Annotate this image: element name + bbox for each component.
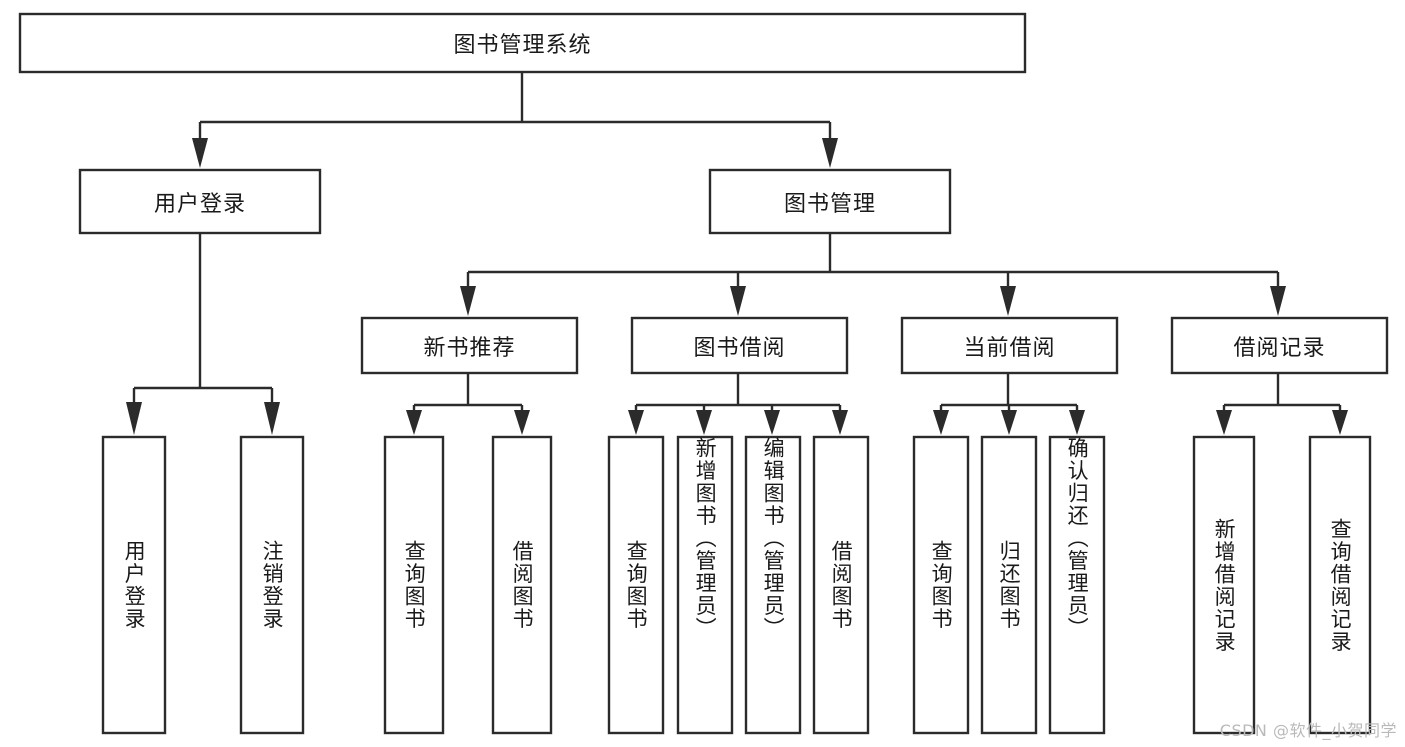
- node-box-book-manage[interactable]: [708, 168, 952, 235]
- arrow-to-user-login: [192, 138, 208, 168]
- node-box-layer: [18, 12, 1389, 735]
- node-box-leaf-user-login-0[interactable]: [101, 435, 167, 735]
- arrow-user-login-leaf-0: [126, 402, 142, 435]
- node-box-leaf-new-book-0[interactable]: [383, 435, 445, 735]
- arrow-new-book-leaf-0: [406, 410, 422, 435]
- node-box-leaf-borrow-record-1[interactable]: [1308, 435, 1372, 735]
- node-box-leaf-new-book-1[interactable]: [491, 435, 553, 735]
- node-box-leaf-book-borrow-1[interactable]: [676, 435, 734, 735]
- arrow-current-borrow-leaf-0: [933, 410, 949, 435]
- node-box-leaf-user-login-1[interactable]: [239, 435, 305, 735]
- node-box-leaf-current-borrow-0[interactable]: [912, 435, 970, 735]
- node-box-leaf-book-borrow-2[interactable]: [744, 435, 802, 735]
- arrow-current-borrow-leaf-2: [1069, 410, 1085, 435]
- arrow-book-borrow-leaf-1: [696, 410, 712, 435]
- arrow-new-book-leaf-1: [514, 410, 530, 435]
- node-box-leaf-book-borrow-3[interactable]: [812, 435, 870, 735]
- node-box-current-borrow[interactable]: [900, 316, 1119, 375]
- connector-layer: [126, 72, 1348, 435]
- arrow-to-current-borrow: [1000, 286, 1016, 316]
- node-box-book-borrow[interactable]: [630, 316, 849, 375]
- node-box-leaf-current-borrow-1[interactable]: [980, 435, 1038, 735]
- node-box-user-login[interactable]: [78, 168, 322, 235]
- arrow-to-borrow-record: [1270, 286, 1286, 316]
- arrow-to-book-borrow: [730, 286, 746, 316]
- arrow-user-login-leaf-1: [264, 402, 280, 435]
- arrow-borrow-record-leaf-1: [1332, 410, 1348, 435]
- node-box-leaf-current-borrow-2[interactable]: [1048, 435, 1106, 735]
- node-box-leaf-borrow-record-0[interactable]: [1192, 435, 1256, 735]
- arrow-book-borrow-leaf-3: [832, 410, 848, 435]
- node-box-new-book-recommend[interactable]: [360, 316, 579, 375]
- arrow-current-borrow-leaf-1: [1001, 410, 1017, 435]
- node-box-leaf-book-borrow-0[interactable]: [607, 435, 665, 735]
- arrow-to-new-book: [460, 286, 476, 316]
- node-box-borrow-record[interactable]: [1170, 316, 1389, 375]
- arrow-book-borrow-leaf-0: [628, 410, 644, 435]
- arrow-borrow-record-leaf-0: [1216, 410, 1232, 435]
- arrow-to-book-manage: [822, 138, 838, 168]
- arrow-book-borrow-leaf-2: [764, 410, 780, 435]
- watermark: CSDN @软件_小贺同学: [1219, 721, 1397, 740]
- node-box-root[interactable]: [18, 12, 1027, 74]
